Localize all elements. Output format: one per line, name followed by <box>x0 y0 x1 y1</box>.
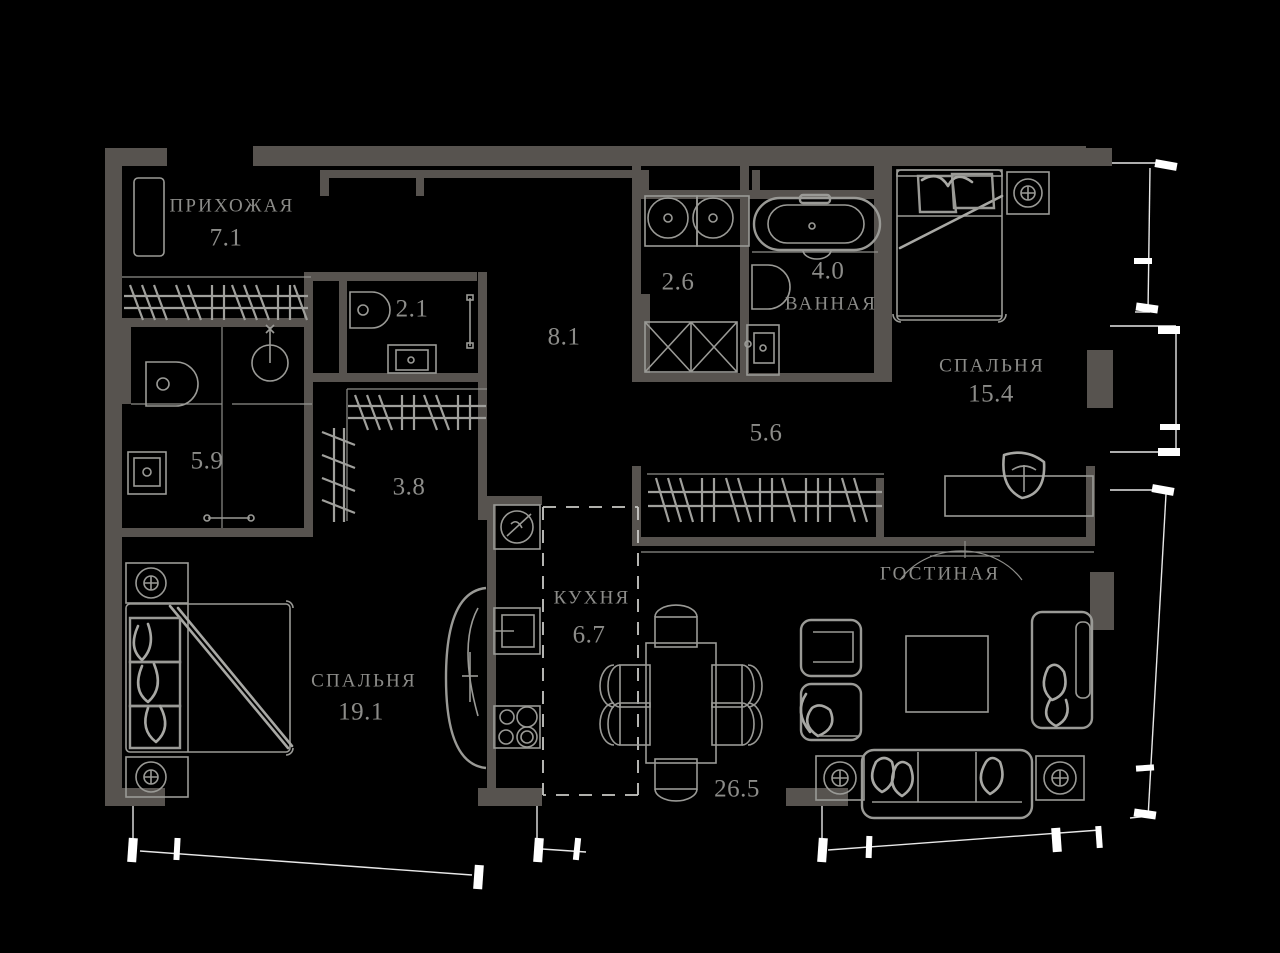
dining-chair-icon <box>711 702 763 746</box>
side-table-lamp-icon <box>815 755 865 801</box>
room-area-bedroom-2: 15.4 <box>968 381 1014 408</box>
hallway-furniture <box>124 177 309 321</box>
washing-machine-icon <box>744 324 780 376</box>
double-bed-icon <box>892 169 1007 323</box>
room-area-bath-guest: 5.9 <box>191 448 224 475</box>
tv-unit-icon <box>444 586 487 770</box>
bedside-lamp-icon <box>125 562 189 604</box>
interior-thin-lines <box>122 251 1094 581</box>
washing-machine-icon <box>493 504 541 550</box>
room-name-hallway: ПРИХОЖАЯ <box>169 195 294 216</box>
dining-chair-icon <box>654 604 698 648</box>
shower-head-icon <box>251 324 289 382</box>
coffee-table-icon <box>905 635 989 713</box>
washbasin-icon <box>387 344 437 374</box>
armchair-icon <box>1030 610 1094 730</box>
room-area-hallway: 7.1 <box>210 225 243 252</box>
wc-fixtures <box>644 195 750 373</box>
bedroom-1-furniture <box>125 562 487 798</box>
room-name-bedroom-2: СПАЛЬНЯ <box>939 355 1045 376</box>
armchair-icon <box>799 618 863 678</box>
bedroom-2-furniture <box>892 169 1094 517</box>
desk-icon <box>944 475 1094 517</box>
room-name-bedroom-1: СПАЛЬНЯ <box>311 670 417 691</box>
room-area-bath-small: 2.1 <box>396 296 429 323</box>
bathroom-fixtures <box>744 193 882 376</box>
dining-table-icon <box>645 642 717 764</box>
room-name-bathroom: ВАННАЯ <box>785 293 877 314</box>
double-washbasin-icon <box>644 195 750 247</box>
room-area-corridor-2: 5.6 <box>750 420 783 447</box>
towel-rail-icon <box>466 294 474 349</box>
balcony-railings <box>127 159 1180 890</box>
corridor-wardrobe-hatch-icon <box>648 477 882 523</box>
double-bed-icon <box>125 600 294 756</box>
living-room-furniture <box>799 610 1094 820</box>
side-table-lamp-icon <box>1035 755 1085 801</box>
bedside-lamp-icon <box>125 756 189 798</box>
desk-chair-icon <box>1002 451 1046 500</box>
kitchen-zone-outline <box>542 506 639 796</box>
kitchen-fixtures <box>493 504 541 749</box>
room-name-kitchen: КУХНЯ <box>554 587 631 608</box>
toilet-icon <box>751 264 791 310</box>
room-area-corridor: 8.1 <box>548 324 581 351</box>
washbasin-icon <box>127 451 167 495</box>
sink-icon <box>493 607 541 655</box>
room-area-bathroom: 4.0 <box>812 258 845 285</box>
dining-set <box>599 604 763 802</box>
dining-chair-icon <box>599 664 651 708</box>
cooktop-icon <box>493 705 541 749</box>
dining-chair-icon <box>599 702 651 746</box>
room-area-wardrobe: 3.8 <box>393 474 426 501</box>
toilet-icon <box>145 361 199 407</box>
dining-chair-icon <box>654 758 698 802</box>
wardrobe-hatch-icon <box>321 394 486 522</box>
room-name-living-room: ГОСТИНАЯ <box>880 563 1000 584</box>
room-labels: ПРИХОЖАЯ 7.1 2.1 5.9 3.8 8.1 2.6 4.0 ВАН… <box>169 195 1045 803</box>
room-area-living-room: 26.5 <box>714 776 760 803</box>
room-area-bedroom-1: 19.1 <box>338 699 384 726</box>
wardrobe-hatch-icon <box>124 284 309 321</box>
room-area-wc: 2.6 <box>662 269 695 296</box>
towel-rail-icon <box>203 514 255 522</box>
small-bath-fixtures <box>349 291 474 374</box>
dining-chair-icon <box>711 664 763 708</box>
room-area-kitchen: 6.7 <box>573 622 606 649</box>
toilet-icon <box>349 291 391 329</box>
sofa-icon <box>860 748 1034 820</box>
bathtub-icon <box>752 193 882 260</box>
floor-lamp-icon <box>1006 171 1050 215</box>
armchair-icon <box>799 682 863 742</box>
entry-door-panel-icon <box>133 177 165 257</box>
guest-bath-fixtures <box>127 324 289 522</box>
washing-machine-icon <box>644 321 738 373</box>
